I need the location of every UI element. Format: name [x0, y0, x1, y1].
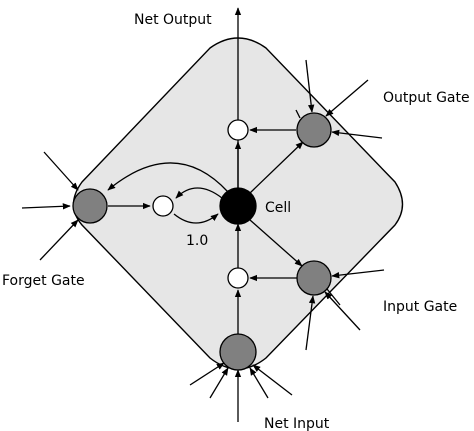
cell-to-forget-gate-arrow: [107, 162, 229, 193]
input-gate-unit: [296, 260, 332, 296]
net-input-unit: [219, 333, 257, 371]
forget-gate-in-2: [21, 203, 71, 210]
output-gate-in-1: [305, 59, 315, 113]
cell-unit: [219, 187, 257, 225]
output-gate-label: Output Gate: [383, 90, 470, 106]
cell-to-output-gate-arrow: [249, 141, 304, 194]
input-gate-in-2: [324, 291, 361, 331]
input-gate-in-1: [331, 269, 385, 279]
self-loop-cell-to-multiplier: [175, 187, 223, 199]
output-multiplier: [227, 119, 249, 141]
net-input-arrow-far-right: [252, 364, 293, 396]
net-input-arrow-right: [249, 367, 269, 399]
net-input-arrow-far-left: [189, 362, 225, 386]
input-gate-in-3: [305, 295, 316, 351]
forget-gate-unit: [72, 188, 108, 224]
forget-gate-in-3: [39, 219, 79, 261]
output-gate-in-4: [295, 109, 301, 119]
output-gate-unit: [296, 112, 332, 148]
forget-gate-in-1: [43, 151, 79, 191]
self-loop-multiplier: [152, 195, 174, 217]
cell-label: Cell: [265, 200, 291, 216]
net-input-label: Net Input: [264, 416, 330, 431]
input-multiplier: [227, 267, 249, 289]
cell-to-input-gate-arrow: [249, 219, 303, 267]
output-gate-in-2: [325, 79, 369, 117]
self-loop-multiplier-to-cell: [173, 213, 219, 224]
output-gate-in-3: [331, 129, 383, 139]
input-gate-label: Input Gate: [383, 299, 457, 315]
net-output-label: Net Output: [134, 12, 212, 28]
recurrent-weight-label: 1.0: [186, 233, 208, 249]
forget-gate-label: Forget Gate: [2, 273, 85, 289]
net-input-arrow-left: [209, 367, 229, 399]
input-gate-in-4: [326, 288, 341, 306]
